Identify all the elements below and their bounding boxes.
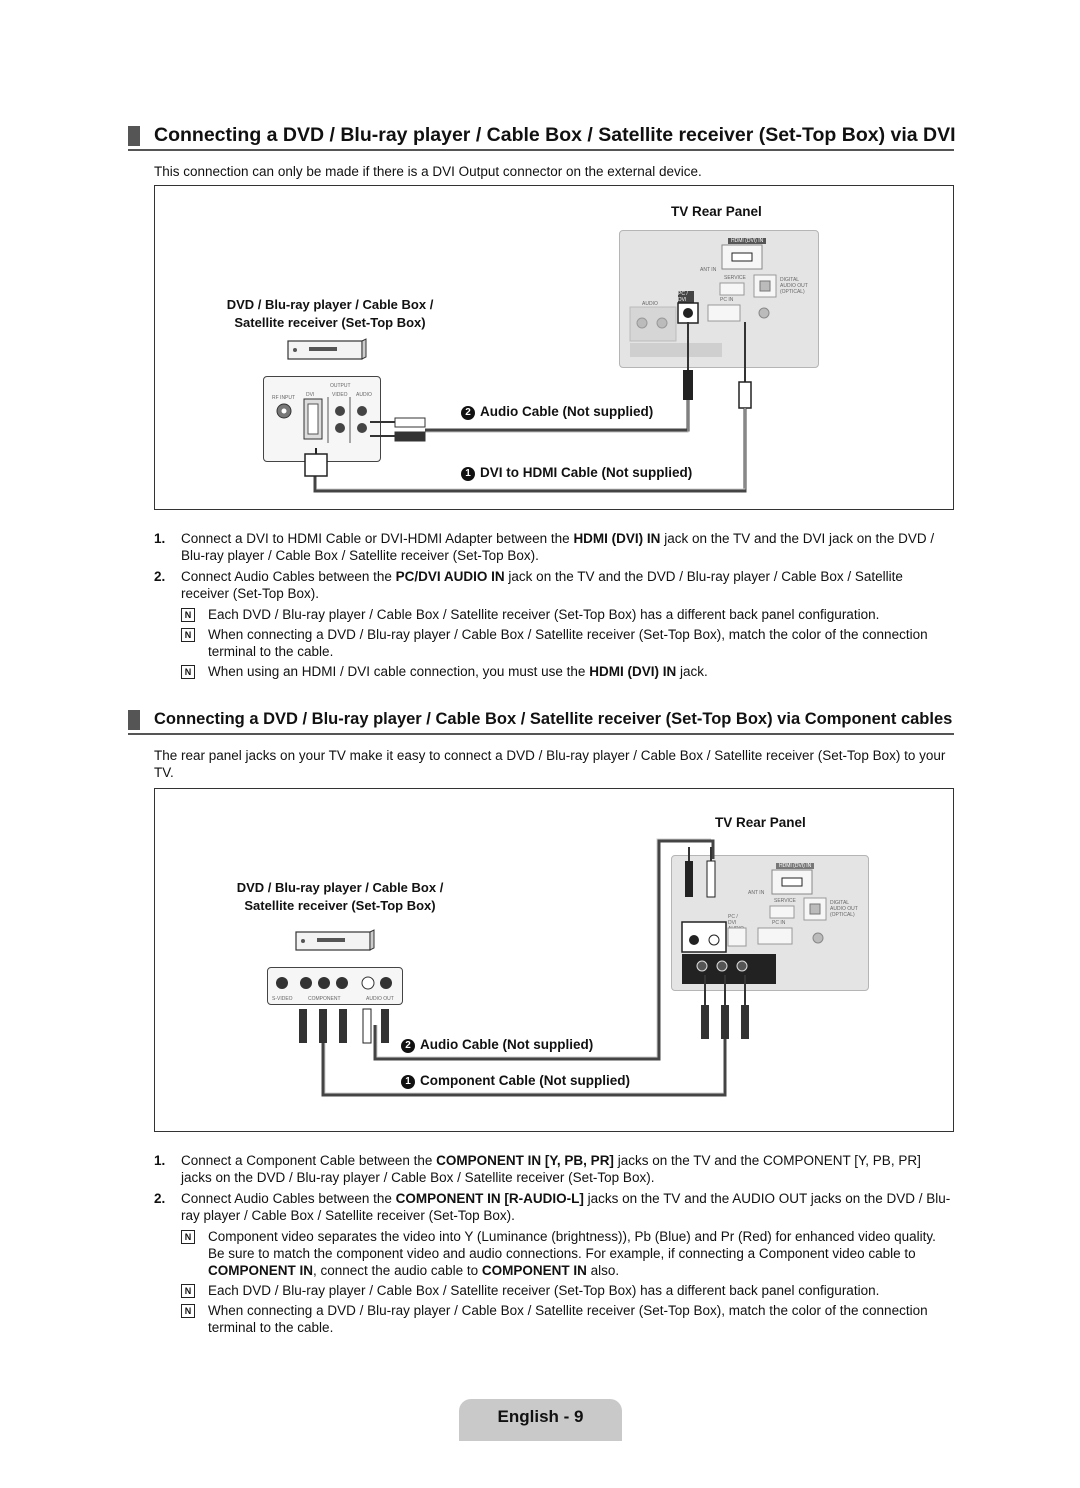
dvi-label: DVI bbox=[306, 392, 315, 398]
service-label: SERVICE bbox=[774, 898, 796, 904]
device-jacks bbox=[276, 397, 367, 443]
note: N Component video separates the video in… bbox=[154, 1228, 954, 1279]
step-2-badge: 2 bbox=[401, 1039, 415, 1053]
set-top-box-icon bbox=[295, 929, 375, 951]
step-2-badge: 2 bbox=[461, 406, 475, 420]
ant-in-label: ANT IN bbox=[700, 267, 717, 273]
note-icon: N bbox=[181, 1230, 195, 1244]
step-number: 2. bbox=[154, 1191, 166, 1206]
dvi-cables bbox=[304, 322, 752, 493]
step-2: 2. Connect Audio Cables between the COMP… bbox=[154, 1191, 951, 1223]
digital-audio-out-label: DIGITAL AUDIO OUT (OPTICAL) bbox=[780, 277, 808, 295]
note-icon: N bbox=[181, 665, 195, 679]
tv-panel-jacks bbox=[629, 244, 777, 357]
step-2: 2. Connect Audio Cables between the PC/D… bbox=[154, 569, 903, 601]
section2-intro: The rear panel jacks on your TV make it … bbox=[154, 748, 946, 780]
pc-in-label: PC IN bbox=[772, 920, 786, 926]
section1-intro: This connection can only be made if ther… bbox=[154, 164, 702, 179]
tv-rear-panel-label: TV Rear Panel bbox=[671, 204, 762, 219]
note-icon: N bbox=[181, 608, 195, 622]
audio-out-label: AUDIO OUT bbox=[366, 996, 394, 1002]
section2-heading: Connecting a DVD / Blu-ray player / Cabl… bbox=[128, 708, 954, 735]
step-1: 1. Connect a DVI to HDMI Cable or DVI-HD… bbox=[154, 531, 935, 563]
note: N When connecting a DVD / Blu-ray player… bbox=[154, 626, 954, 660]
device-back-panel: S-VIDEO COMPONENT AUDIO OUT bbox=[267, 967, 403, 1005]
section1-title: Connecting a DVD / Blu-ray player / Cabl… bbox=[154, 124, 956, 146]
step-number: 2. bbox=[154, 569, 166, 584]
note: N Each DVD / Blu-ray player / Cable Box … bbox=[154, 1282, 954, 1299]
dvi-connection-diagram: TV Rear Panel DVD / Blu-ray player / Cab… bbox=[154, 185, 954, 510]
service-label: SERVICE bbox=[724, 275, 746, 281]
audio-label: AUDIO bbox=[356, 392, 372, 398]
video-label: VIDEO bbox=[332, 392, 348, 398]
device-back-panel: RF INPUT OUTPUT DVI VIDEO AUDIO bbox=[263, 376, 381, 462]
note: N When using an HDMI / DVI cable connect… bbox=[154, 663, 954, 680]
step-number: 1. bbox=[154, 531, 166, 546]
tv-rear-panel: HDMI (DVI) IN ANT IN SERVICE DIGITAL AUD… bbox=[671, 855, 869, 991]
tv-panel-jacks bbox=[681, 869, 827, 984]
note: N Each DVD / Blu-ray player / Cable Box … bbox=[154, 606, 954, 623]
component-label: COMPONENT bbox=[308, 996, 341, 1002]
note-icon: N bbox=[181, 1284, 195, 1298]
device-jacks bbox=[276, 976, 392, 990]
heading-marker bbox=[128, 710, 140, 730]
ant-in-label: ANT IN bbox=[748, 890, 765, 896]
device-label: DVD / Blu-ray player / Cable Box / Satel… bbox=[226, 297, 434, 330]
tv-rear-panel-label: TV Rear Panel bbox=[715, 815, 806, 830]
rf-input-label: RF INPUT bbox=[272, 395, 296, 401]
hdmi-dvi-in-label: HDMI (DVI) IN bbox=[776, 863, 815, 869]
section2-steps: 1. Connect a Component Cable between the… bbox=[154, 1152, 954, 1339]
section1-steps: 1. Connect a DVI to HDMI Cable or DVI-HD… bbox=[154, 530, 954, 683]
note-icon: N bbox=[181, 628, 195, 642]
component-cables bbox=[299, 838, 749, 1097]
step-1-badge: 1 bbox=[461, 467, 475, 481]
note-icon: N bbox=[181, 1304, 195, 1318]
page-number-tab: English - 9 bbox=[459, 1399, 622, 1441]
step-number: 1. bbox=[154, 1153, 166, 1168]
svideo-label: S-VIDEO bbox=[272, 996, 293, 1002]
step-1-badge: 1 bbox=[401, 1075, 415, 1089]
heading-marker bbox=[128, 126, 140, 146]
section1-heading: Connecting a DVD / Blu-ray player / Cabl… bbox=[128, 124, 956, 151]
device-label: DVD / Blu-ray player / Cable Box / Satel… bbox=[236, 880, 444, 913]
panel-audio-label: AUDIO bbox=[642, 301, 658, 307]
note: N When connecting a DVD / Blu-ray player… bbox=[154, 1302, 954, 1336]
digital-audio-out-label: DIGITAL AUDIO OUT (OPTICAL) bbox=[830, 900, 858, 918]
output-label: OUTPUT bbox=[330, 383, 351, 389]
tv-rear-panel: HDMI (DVI) IN ANT IN SERVICE DIGITAL AUD… bbox=[619, 230, 819, 368]
hdmi-dvi-in-label: HDMI (DVI) IN bbox=[728, 238, 767, 244]
section2-title: Connecting a DVD / Blu-ray player / Cabl… bbox=[154, 710, 953, 728]
step-1: 1. Connect a Component Cable between the… bbox=[154, 1153, 921, 1185]
component-connection-diagram: TV Rear Panel DVD / Blu-ray player / Cab… bbox=[154, 788, 954, 1132]
set-top-box-icon bbox=[287, 338, 367, 360]
pc-in-label: PC IN bbox=[720, 297, 734, 303]
